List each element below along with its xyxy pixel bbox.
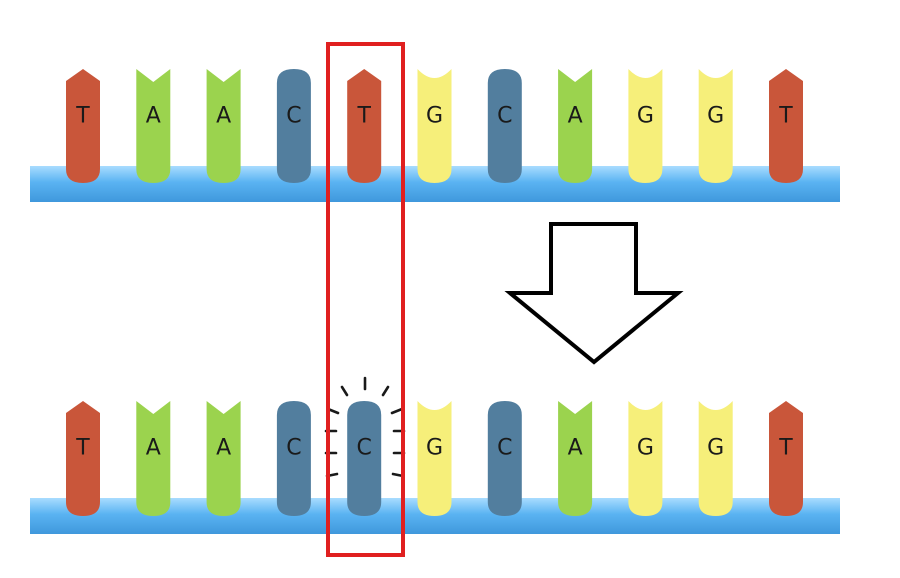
mutated-base-10-letter: G: [707, 436, 724, 461]
original-base-3-letter: A: [216, 104, 231, 129]
original-base-11-letter: T: [778, 104, 793, 129]
down-arrow-icon: [504, 222, 684, 365]
guanine-base-shape: [417, 69, 452, 183]
adenine-base-shape: [558, 69, 593, 183]
original-base-7: C: [487, 69, 522, 183]
mutated-base-11: T: [769, 401, 803, 516]
cytosine-base-shape: [276, 401, 311, 516]
original-base-5-letter: T: [356, 104, 371, 129]
guanine-base-shape: [628, 401, 663, 516]
mutated-base-9-letter: G: [637, 436, 654, 461]
mutated-base-2: A: [136, 401, 171, 516]
mutated-base-6-letter: G: [426, 436, 443, 461]
guanine-base-shape: [698, 401, 733, 516]
mutated-base-3-letter: A: [216, 436, 231, 461]
mutated-base-5-letter: C: [357, 436, 372, 461]
mutated-base-3: A: [206, 401, 241, 516]
thymine-base-shape: [769, 401, 803, 516]
thymine-base-shape: [769, 69, 803, 183]
original-base-9-letter: G: [637, 104, 654, 129]
adenine-base-shape: [558, 401, 593, 516]
original-base-4-letter: C: [286, 104, 301, 129]
original-base-8-letter: A: [568, 104, 583, 129]
mutation-highlight-box: [326, 42, 405, 557]
adenine-base-shape: [136, 401, 171, 516]
guanine-base-shape: [417, 401, 452, 516]
cytosine-base-shape: [487, 69, 522, 183]
cytosine-base-shape: [347, 401, 382, 516]
mutated-base-8-letter: A: [568, 436, 583, 461]
original-base-10: G: [698, 69, 733, 183]
original-base-2-letter: A: [146, 104, 161, 129]
mutated-base-1: T: [66, 401, 100, 516]
original-base-10-letter: G: [707, 104, 724, 129]
original-base-5: T: [347, 69, 382, 183]
guanine-base-shape: [698, 69, 733, 183]
original-base-6: G: [417, 69, 452, 183]
original-base-11: T: [769, 69, 803, 183]
transition-arrow: [504, 222, 684, 365]
mutated-base-5: C: [347, 401, 382, 516]
original-base-2: A: [136, 69, 171, 183]
mutated-base-11-letter: T: [778, 436, 793, 461]
mutated-base-4: C: [276, 401, 311, 516]
thymine-base-shape: [347, 69, 382, 183]
adenine-base-shape: [206, 401, 241, 516]
original-base-9: G: [628, 69, 663, 183]
thymine-base-shape: [66, 401, 100, 516]
mutated-base-6: G: [417, 401, 452, 516]
mutated-base-2-letter: A: [146, 436, 161, 461]
mutated-base-1-letter: T: [75, 436, 90, 461]
original-base-8: A: [558, 69, 593, 183]
cytosine-base-shape: [276, 69, 311, 183]
mutated-base-10: G: [698, 401, 733, 516]
adenine-base-shape: [206, 69, 241, 183]
original-base-1: T: [66, 69, 100, 183]
mutated-base-7: C: [487, 401, 522, 516]
original-base-7-letter: C: [497, 104, 512, 129]
guanine-base-shape: [628, 69, 663, 183]
cytosine-base-shape: [487, 401, 522, 516]
mutated-base-8: A: [558, 401, 593, 516]
mutated-base-4-letter: C: [286, 436, 301, 461]
original-base-4: C: [276, 69, 311, 183]
thymine-base-shape: [66, 69, 100, 183]
original-base-3: A: [206, 69, 241, 183]
mutated-base-9: G: [628, 401, 663, 516]
original-base-1-letter: T: [75, 104, 90, 129]
original-base-6-letter: G: [426, 104, 443, 129]
adenine-base-shape: [136, 69, 171, 183]
mutated-base-7-letter: C: [497, 436, 512, 461]
